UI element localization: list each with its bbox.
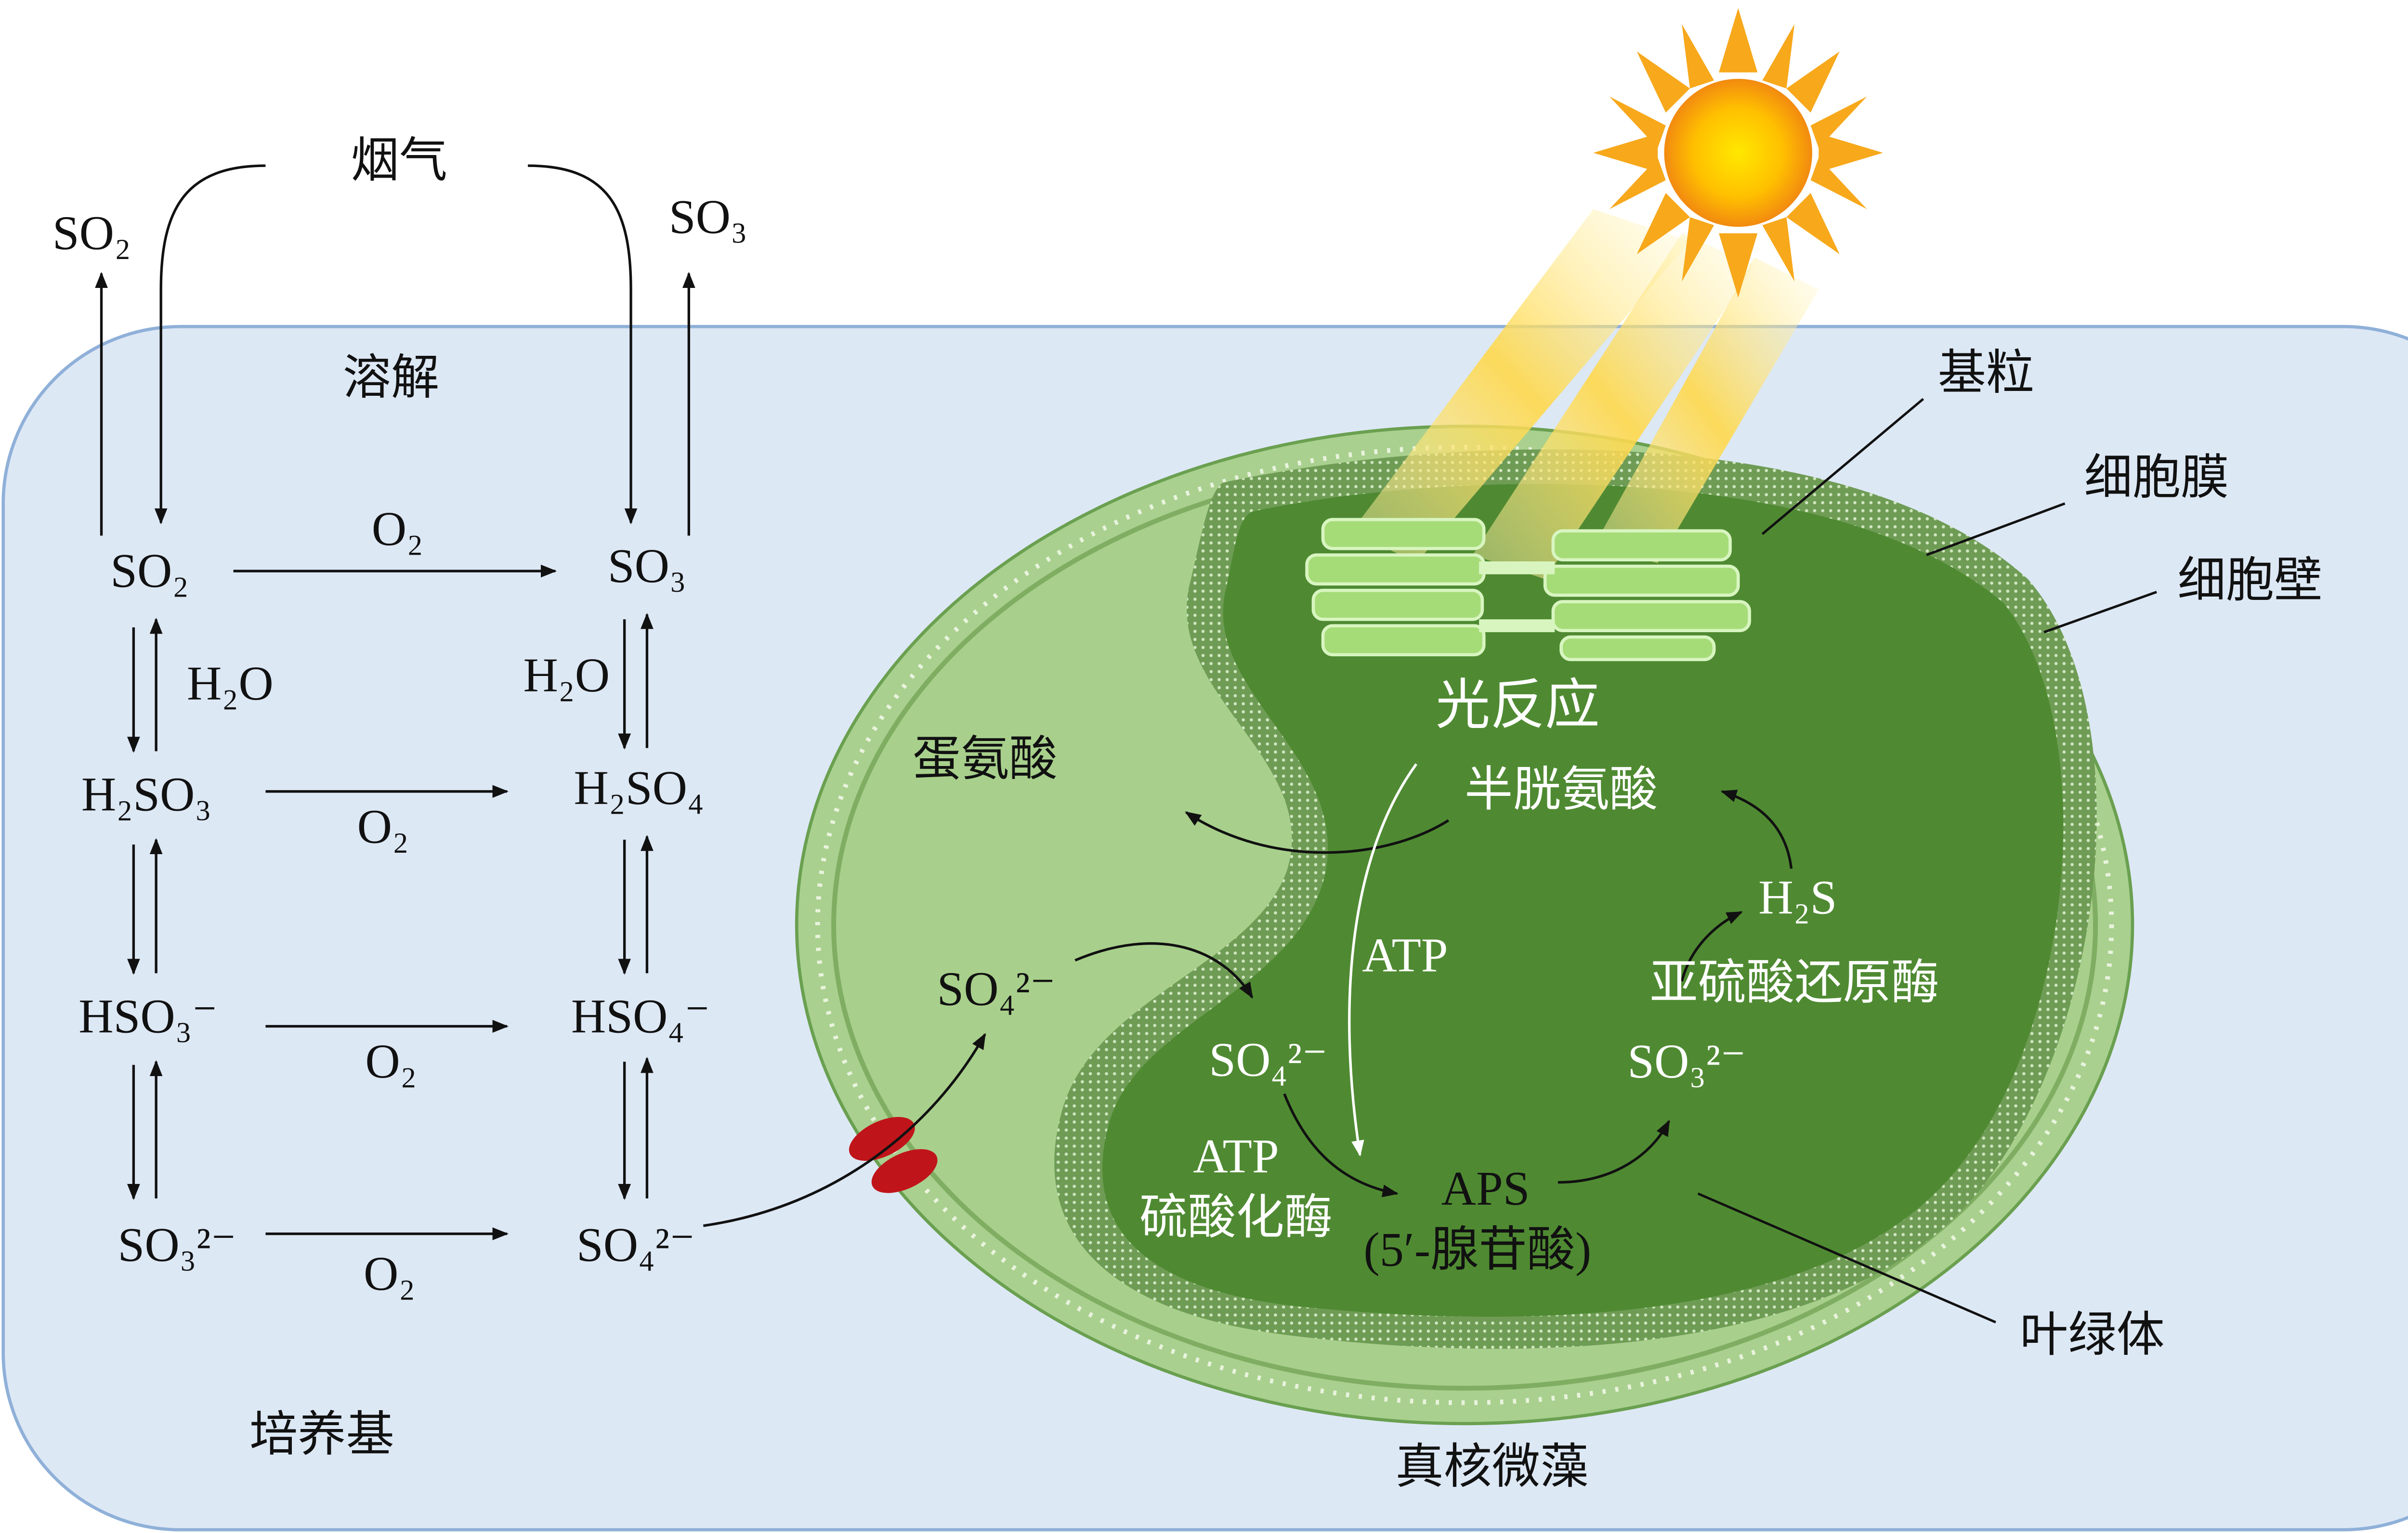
o2-label: O₂ [357,800,409,853]
sulfite-chloroplast: SO₃²⁻ [1627,1035,1746,1088]
so3: SO₃ [608,539,686,593]
sulfurylase-label: 硫酸化酶 [1139,1191,1333,1244]
cell-title: 真核微藻 [1395,1440,1588,1494]
h2so4: H₂SO₄ [574,761,704,815]
wall-label: 细胞壁 [2178,554,2323,607]
so3-emitted: SO₃ [669,190,747,244]
atp-label: ATP [1193,1130,1279,1183]
sun-icon [1593,8,1883,298]
grana-label: 基粒 [1938,346,2034,400]
cysteine-label: 半胱氨酸 [1465,763,1658,816]
membrane-label: 细胞膜 [2084,451,2229,504]
o2-label: O₂ [372,502,423,556]
sulfite-ion: SO₃²⁻ [118,1218,236,1272]
methionine-label: 蛋氨酸 [913,732,1058,786]
so2: SO₂ [110,544,189,598]
sulfate-ion: SO₄²⁻ [576,1218,695,1272]
aps-name: (5′-腺苷酸) [1363,1223,1591,1276]
sulfate-chloroplast: SO₄²⁻ [1209,1033,1327,1087]
microalga-cell [795,425,2134,1426]
chloroplast-label: 叶绿体 [2020,1308,2165,1362]
sulfite-reductase-label: 亚硫酸还原酶 [1649,956,1939,1009]
atp-label: ATP [1362,929,1448,982]
light-reaction-label: 光反应 [1436,675,1600,736]
aps-label: APS [1441,1162,1530,1215]
sunlight [1352,8,1883,579]
grana [1305,518,1751,662]
flue-gas-label: 烟气 [351,134,447,187]
medium-label: 培养基 [249,1408,394,1461]
h2o-left: H₂O [187,657,274,710]
dissolve-label: 溶解 [343,351,439,404]
h2s-label: H₂S [1758,870,1837,924]
h2o-right: H₂O [523,649,610,702]
so2-emitted: SO₂ [52,206,131,260]
o2-label: O₂ [364,1247,415,1300]
hso4: HSO₄⁻ [571,990,710,1043]
o2-label: O₂ [365,1035,417,1088]
chemistry-arrows [95,164,2157,1324]
hso3: HSO₃⁻ [79,990,217,1043]
h2so3: H₂SO₃ [81,767,211,821]
sulfate-transporter [849,1117,938,1193]
sulfate-cytoplasm: SO₄²⁻ [937,962,1056,1016]
